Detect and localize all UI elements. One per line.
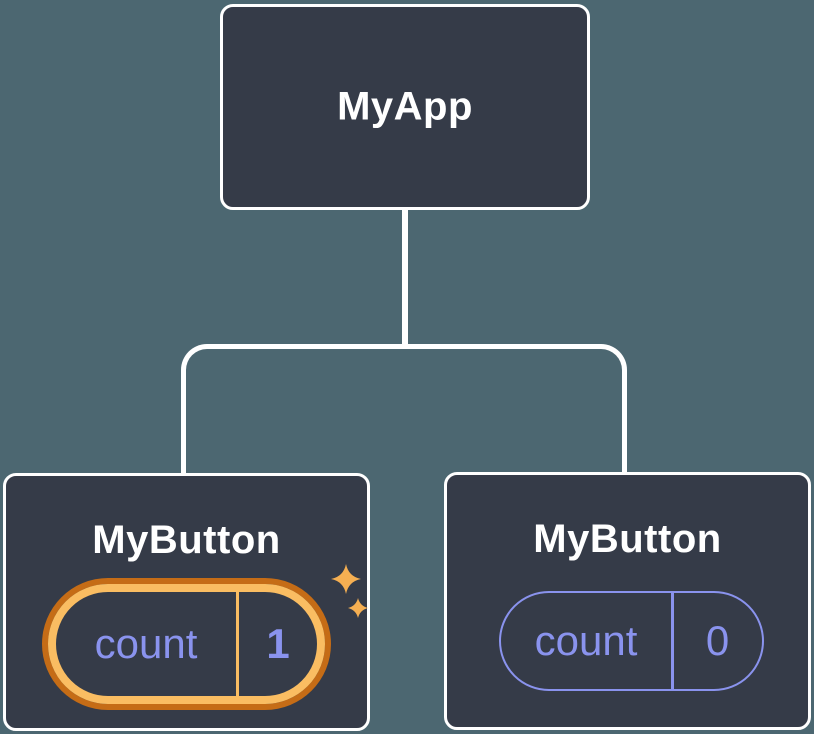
root-node-label: MyApp [337,84,473,129]
state-name: count [534,617,638,664]
state-value: 0 [705,617,730,664]
state-badge: count 0 [499,591,764,691]
connector-bracket [181,344,627,474]
state-badge-highlighted: count 1 [48,584,325,704]
root-node: MyApp [220,4,590,210]
child-node-left-label: MyButton [92,518,281,562]
child-node-right: MyButton count 0 [444,472,811,730]
state-name: count [94,620,198,667]
sparkles-icon [331,564,368,618]
state-divider [236,592,239,696]
child-node-left: MyButton count 1 [3,473,370,731]
state-value: 1 [266,620,290,667]
connector-stem [402,208,408,348]
child-node-right-label: MyButton [533,517,722,561]
state-divider [671,593,674,689]
